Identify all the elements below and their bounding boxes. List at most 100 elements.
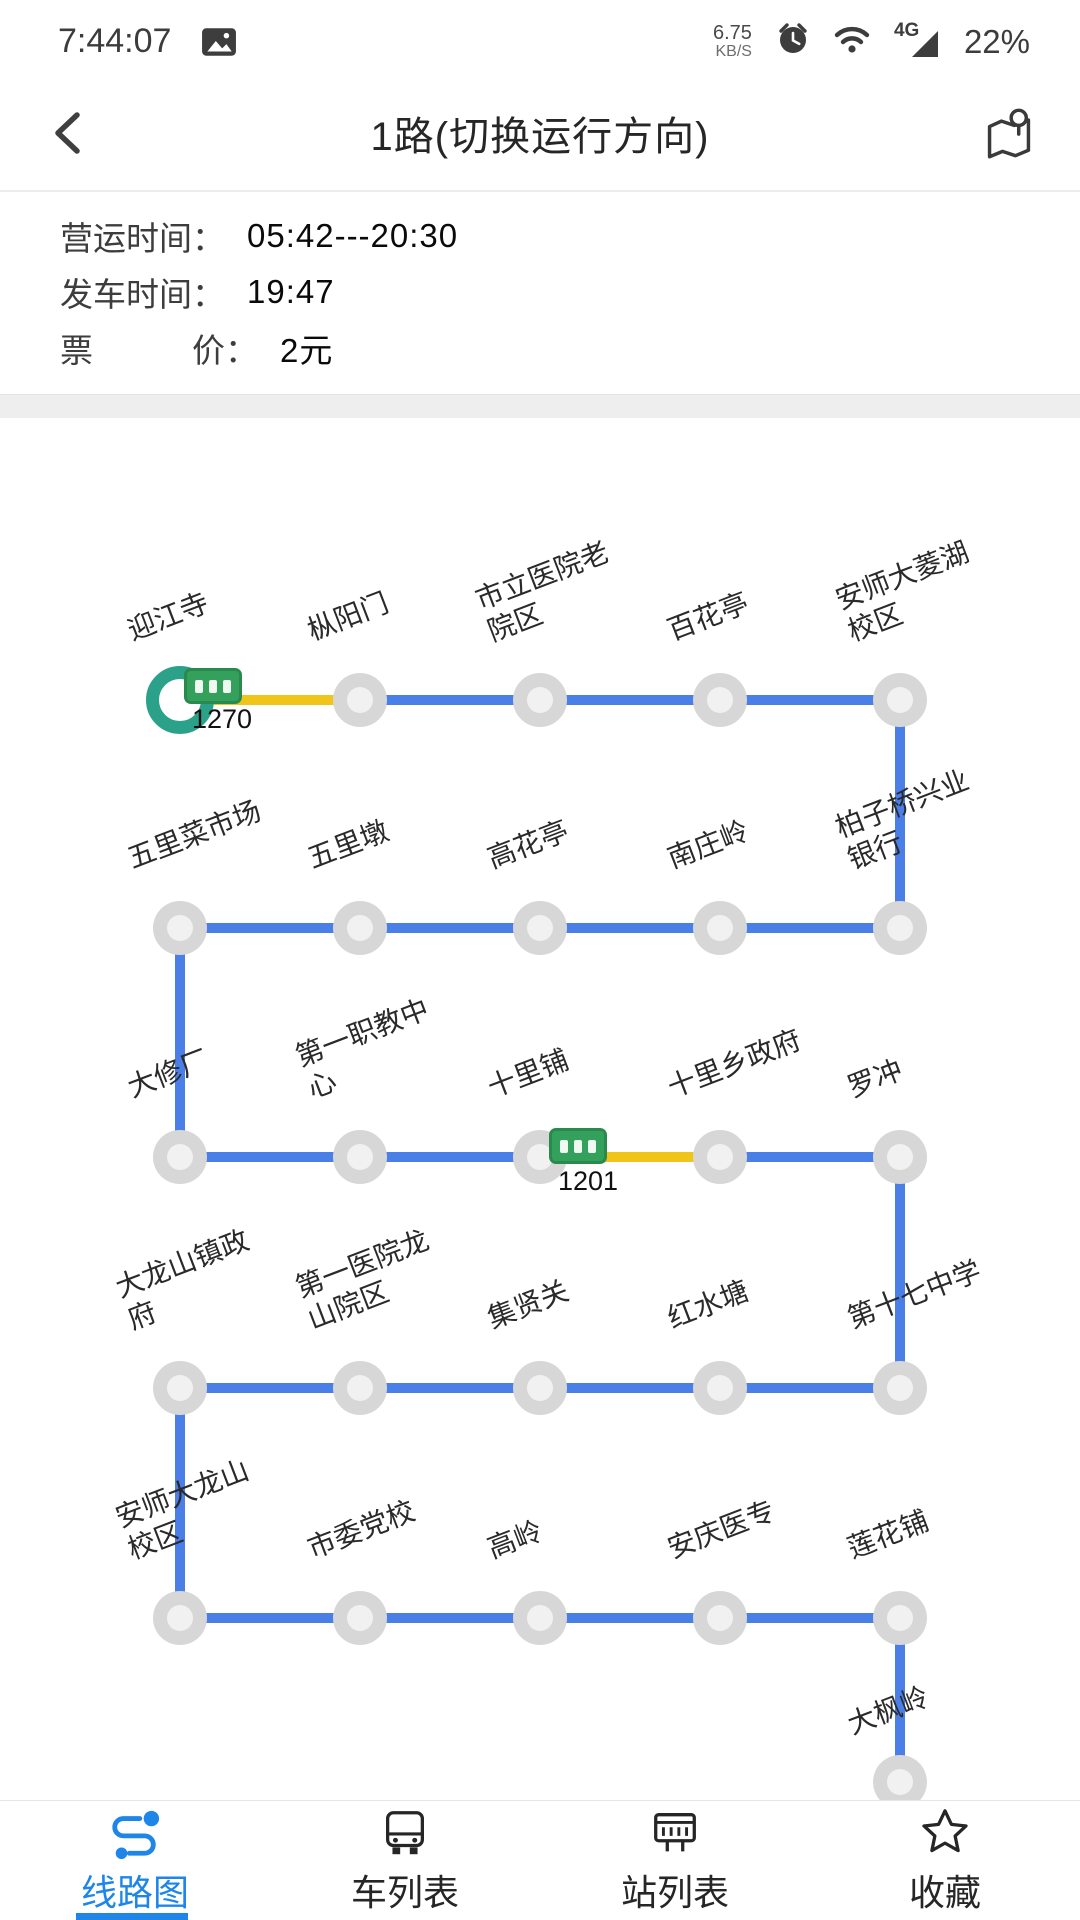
route-segment	[180, 923, 360, 933]
route-segment	[175, 928, 185, 1157]
route-segment	[180, 1383, 360, 1393]
station-node[interactable]	[333, 1591, 387, 1645]
tab-station-list[interactable]: 站列表	[540, 1801, 810, 1920]
route-segment	[895, 700, 905, 928]
tab-label-favorites: 收藏	[908, 1871, 981, 1913]
station-node[interactable]	[873, 1755, 927, 1800]
station-node[interactable]	[333, 673, 387, 727]
station-node[interactable]	[153, 1591, 207, 1645]
station-node[interactable]	[873, 901, 927, 955]
departure-time-label: 发车时间：	[60, 276, 225, 313]
station-node[interactable]	[693, 1591, 747, 1645]
station-label: 百花亭	[663, 587, 753, 647]
map-pin-icon	[987, 108, 1031, 158]
station-node[interactable]	[153, 1361, 207, 1415]
tab-label-route-map: 线路图	[80, 1871, 189, 1913]
bottom-nav: 线路图 车列表 站列表 收藏	[0, 1800, 1080, 1920]
station-label: 大龙山镇政府	[111, 1224, 254, 1335]
route-segment	[180, 1613, 360, 1623]
station-label: 高岭	[483, 1515, 547, 1565]
station-node[interactable]	[333, 1361, 387, 1415]
wifi-icon	[834, 24, 870, 59]
station-label: 安庆医专	[663, 1495, 780, 1565]
station-node[interactable]	[693, 1130, 747, 1184]
station-label: 迎江寺	[123, 587, 213, 647]
bus-icon	[386, 1810, 424, 1854]
network-speed: 6.75 KB/S	[713, 21, 752, 61]
alarm-clock-icon	[776, 22, 810, 61]
tab-route-map[interactable]: 线路图	[0, 1801, 270, 1920]
route-segment	[540, 1613, 720, 1623]
station-label: 高花亭	[483, 815, 573, 875]
header-divider	[0, 190, 1080, 192]
station-label: 十里铺	[483, 1044, 573, 1104]
route-segment	[720, 695, 900, 705]
station-node[interactable]	[693, 1361, 747, 1415]
section-divider-band	[0, 394, 1080, 418]
station-label: 五里菜市场	[123, 795, 266, 875]
station-label: 第十七中学	[843, 1255, 986, 1335]
tab-label-station-list: 站列表	[620, 1871, 729, 1913]
bus-marker[interactable]	[549, 1128, 607, 1164]
station-node[interactable]	[693, 901, 747, 955]
station-node[interactable]	[873, 1361, 927, 1415]
route-segment	[540, 695, 720, 705]
bus-marker[interactable]	[184, 668, 242, 704]
station-node[interactable]	[693, 673, 747, 727]
station-label: 大修厂	[123, 1044, 213, 1104]
station-node[interactable]	[333, 1130, 387, 1184]
bus-id-label: 1201	[558, 1166, 619, 1196]
route-info-panel: 营运时间： 05:42---20:30 发车时间： 19:47 票 价： 2元	[0, 192, 1080, 394]
bus-id-label: 1270	[192, 704, 253, 734]
route-segment	[540, 923, 720, 933]
operating-hours-value: 05:42---20:30	[247, 217, 459, 254]
station-label: 枞阳门	[303, 587, 393, 647]
station-node[interactable]	[873, 1130, 927, 1184]
operating-hours-row: 营运时间： 05:42---20:30	[60, 208, 1020, 264]
station-node[interactable]	[873, 673, 927, 727]
station-label: 市委党校	[303, 1495, 420, 1565]
route-segment	[720, 923, 900, 933]
departure-time-value: 19:47	[247, 273, 335, 310]
status-bar: 7:44:07 6.75 KB/S 4G	[0, 0, 1080, 75]
route-segment	[895, 1618, 905, 1782]
station-label: 第一医院龙山院区	[291, 1224, 434, 1335]
status-icons: 6.75 KB/S 4G 22%	[713, 19, 1030, 61]
station-node[interactable]	[513, 1361, 567, 1415]
station-node[interactable]	[153, 901, 207, 955]
map-view-button[interactable]	[963, 106, 1035, 160]
route-segment	[360, 1383, 540, 1393]
tab-favorites[interactable]: 收藏	[810, 1801, 1080, 1920]
route-map-canvas[interactable]: 迎江寺枞阳门市立医院老院区百花亭安师大菱湖校区五里菜市场五里墩高花亭南庄岭柏子桥…	[0, 418, 1080, 1800]
station-node[interactable]	[333, 901, 387, 955]
station-node[interactable]	[513, 901, 567, 955]
tab-bus-list[interactable]: 车列表	[270, 1801, 540, 1920]
station-node[interactable]	[153, 1130, 207, 1184]
station-label: 集贤关	[483, 1275, 573, 1335]
fare-value: 2元	[280, 332, 334, 369]
photo-notification-icon	[201, 27, 237, 57]
network-type-label: 4G	[893, 19, 920, 41]
station-node[interactable]	[873, 1591, 927, 1645]
route-segment	[720, 1613, 900, 1623]
station-label: 安师大菱湖校区	[831, 536, 974, 647]
station-node[interactable]	[513, 1591, 567, 1645]
station-label: 红水塘	[663, 1275, 753, 1335]
page-title: 1路(切换运行方向)	[370, 114, 710, 159]
station-label: 大枫岭	[843, 1681, 933, 1741]
route-segment	[175, 1388, 185, 1618]
back-button[interactable]	[45, 107, 117, 159]
operating-hours-label: 营运时间：	[60, 220, 225, 257]
app-header: 1路(切换运行方向)	[0, 75, 1080, 190]
route-segment	[360, 695, 540, 705]
station-node[interactable]	[513, 673, 567, 727]
tab-label-bus-list: 车列表	[350, 1871, 459, 1913]
departure-time-row: 发车时间： 19:47	[60, 264, 1020, 320]
station-label: 南庄岭	[663, 815, 753, 875]
route-segment	[720, 1383, 900, 1393]
net-speed-value: 6.75	[713, 21, 752, 44]
star-icon	[922, 1808, 968, 1852]
fare-row: 票 价： 2元	[60, 320, 1020, 376]
route-segment	[360, 923, 540, 933]
station-label: 安师大龙山校区	[111, 1454, 254, 1565]
